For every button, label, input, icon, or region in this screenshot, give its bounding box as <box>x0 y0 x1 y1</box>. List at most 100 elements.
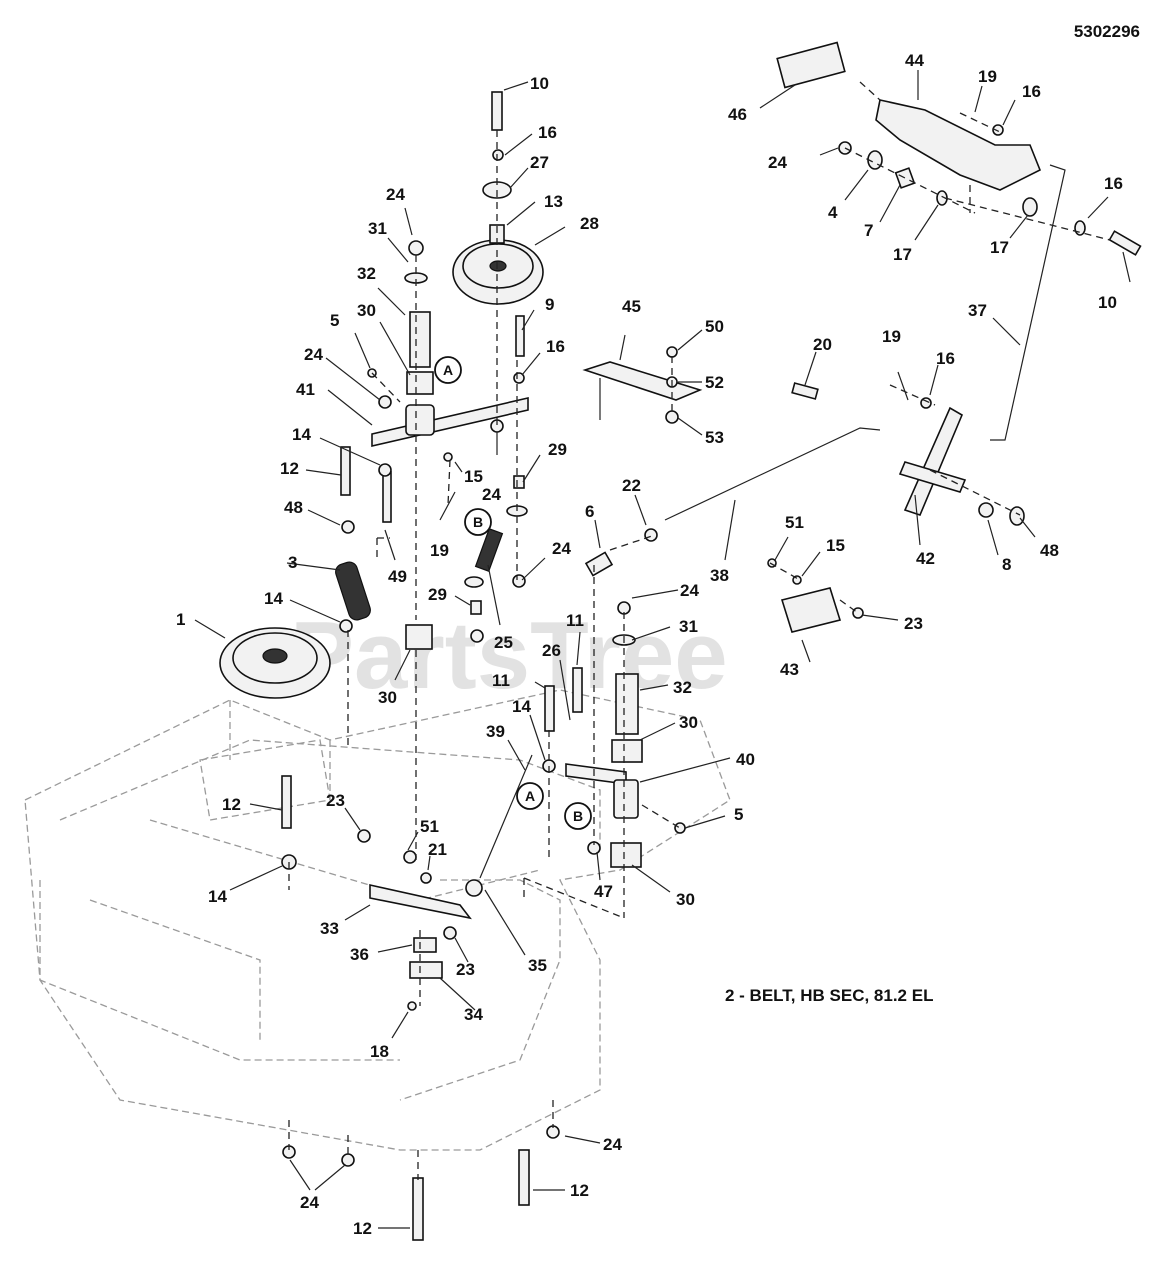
part-label: 38 <box>710 566 729 585</box>
part-label: 10 <box>1098 293 1117 312</box>
part-label: 24 <box>680 581 699 600</box>
callout-a-top: A <box>434 356 462 384</box>
part-label: 46 <box>728 105 747 124</box>
part-label: 43 <box>780 660 799 679</box>
part-label: 48 <box>1040 541 1059 560</box>
part-label: 16 <box>936 349 955 368</box>
part-label: 11 <box>566 611 584 630</box>
part-label: 8 <box>1002 555 1011 574</box>
part-label: 36 <box>350 945 369 964</box>
part-label: 10 <box>530 74 549 93</box>
bellcrank-42 <box>903 406 964 516</box>
svg-text:A: A <box>525 788 535 804</box>
part-label: 3 <box>288 553 297 572</box>
part-label: 44 <box>905 51 924 70</box>
part-label: 12 <box>222 795 241 814</box>
part-label: 30 <box>679 713 698 732</box>
part-label: 15 <box>826 536 845 555</box>
part-label: 27 <box>530 153 549 172</box>
part-label: 35 <box>528 956 547 975</box>
turnbuckle-25 <box>474 528 504 572</box>
svg-text:A: A <box>443 362 453 378</box>
part-label: 16 <box>546 337 565 356</box>
part-label: 15 <box>464 467 483 486</box>
rod-38 <box>664 427 881 521</box>
part-label: 13 <box>544 192 563 211</box>
part-label: 7 <box>864 221 873 240</box>
part-label: 23 <box>456 960 475 979</box>
part-label: 29 <box>548 440 567 459</box>
part-label: 24 <box>603 1135 622 1154</box>
rod-37 <box>990 164 1066 441</box>
part-label: 53 <box>705 428 724 447</box>
part-label: 4 <box>828 203 838 222</box>
part-label: 24 <box>552 539 571 558</box>
leader-lines <box>194 70 1131 1229</box>
part-label: 52 <box>705 373 724 392</box>
part-label: 14 <box>208 887 227 906</box>
part-label: 24 <box>386 185 405 204</box>
part-label: 9 <box>545 295 554 314</box>
part-label: 30 <box>378 688 397 707</box>
part-label: 32 <box>357 264 376 283</box>
spacer-32-top <box>409 311 431 368</box>
part-label: 19 <box>978 67 997 86</box>
part-label: 17 <box>990 238 1009 257</box>
callout-b-top: B <box>464 508 492 536</box>
part-label: 20 <box>813 335 832 354</box>
part-label: 6 <box>585 502 594 521</box>
hardware <box>281 124 1086 1167</box>
part-label: 32 <box>673 678 692 697</box>
callout-a-bottom: A <box>516 782 544 810</box>
plate-45 <box>582 361 703 401</box>
part-label: 14 <box>292 425 311 444</box>
part-label: 48 <box>284 498 303 517</box>
part-label: 39 <box>486 722 505 741</box>
part-label: 47 <box>594 882 613 901</box>
svg-text:B: B <box>573 808 583 824</box>
part-label: 24 <box>482 485 501 504</box>
part-labels: 10 16 27 13 28 24 31 32 30 5 24 41 9 16 … <box>176 51 1123 1238</box>
watermark-text: PartsTree <box>290 602 728 709</box>
part-label: 12 <box>353 1219 372 1238</box>
part-label: 51 <box>420 817 439 836</box>
part-label: 5 <box>330 311 339 330</box>
part-label: 14 <box>264 589 283 608</box>
part-label: 21 <box>428 840 447 859</box>
part-label: 49 <box>388 567 407 586</box>
part-label: 19 <box>882 327 901 346</box>
rod-39 <box>479 754 533 879</box>
part-label: 40 <box>736 750 755 769</box>
part-label: 30 <box>676 890 695 909</box>
part-label: 37 <box>968 301 987 320</box>
part-label: 51 <box>785 513 804 532</box>
part-label: 42 <box>916 549 935 568</box>
part-label: 34 <box>464 1005 483 1024</box>
bracket-43 <box>780 587 842 633</box>
part-label: 14 <box>512 697 531 716</box>
part-label: 1 <box>176 610 185 629</box>
part-label: 18 <box>370 1042 389 1061</box>
part-label: 12 <box>570 1181 589 1200</box>
callout-b-bottom: B <box>564 802 592 830</box>
part-label: 5 <box>734 805 743 824</box>
part-label: 16 <box>1022 82 1041 101</box>
part-label: 12 <box>280 459 299 478</box>
part-label: 23 <box>904 614 923 633</box>
bracket-33 <box>369 884 472 920</box>
part-label: 31 <box>679 617 698 636</box>
part-label: 16 <box>538 123 557 142</box>
part-label: 17 <box>893 245 912 264</box>
part-label: 31 <box>368 219 387 238</box>
part-label: 11 <box>492 671 510 690</box>
part-label: 50 <box>705 317 724 336</box>
part-label: 24 <box>768 153 787 172</box>
spring-3 <box>335 561 371 621</box>
parts <box>219 41 1142 1241</box>
belt-note: 2 - BELT, HB SEC, 81.2 EL <box>725 986 934 1005</box>
part-label: 25 <box>494 633 513 652</box>
assembly-lines <box>288 81 1111 1180</box>
part-label: 24 <box>300 1193 319 1212</box>
